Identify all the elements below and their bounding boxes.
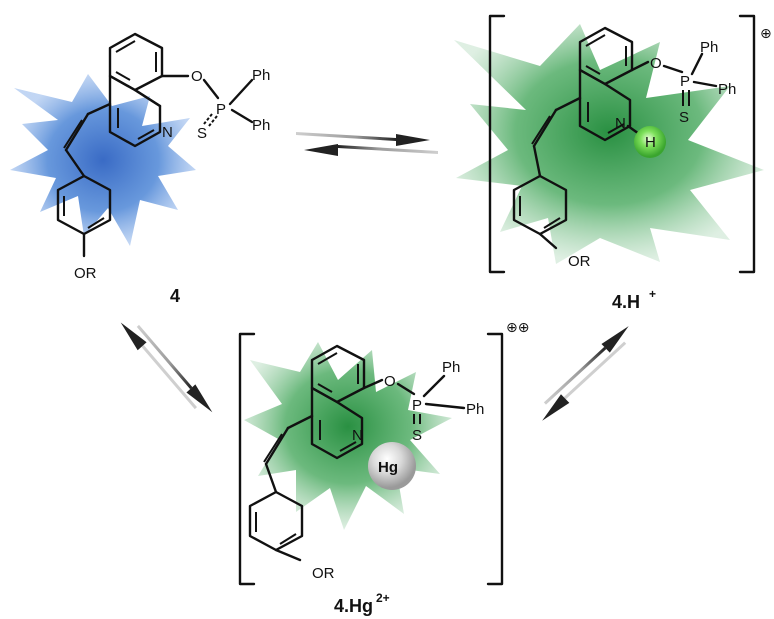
compound-label: 4.Hg bbox=[334, 596, 373, 616]
atom-h: H bbox=[645, 134, 656, 151]
bracket-left bbox=[238, 332, 256, 586]
atom-p: P bbox=[216, 101, 226, 118]
blue-glow-burst bbox=[10, 74, 196, 246]
charge-symbol: ⊕⊕ bbox=[506, 320, 529, 336]
atom-n: N bbox=[615, 115, 626, 132]
atom-or: OR bbox=[312, 565, 335, 582]
atom-s: S bbox=[679, 109, 689, 126]
atom-o: O bbox=[650, 55, 662, 72]
atom-n: N bbox=[352, 427, 363, 444]
bracket-right bbox=[486, 332, 504, 586]
equilibrium-arrow-right bbox=[542, 326, 629, 421]
proton-sphere bbox=[634, 126, 666, 158]
atom-o: O bbox=[191, 68, 203, 85]
green-glow-burst bbox=[244, 342, 452, 530]
green-glow-burst bbox=[454, 24, 764, 264]
atom-n: N bbox=[162, 124, 173, 141]
atom-or: OR bbox=[568, 253, 591, 270]
compound-label: 4.H bbox=[612, 292, 640, 312]
compound-label-sup: + bbox=[649, 287, 656, 301]
equilibrium-arrow-left bbox=[120, 322, 213, 413]
charge-symbol: ⊕ bbox=[760, 26, 772, 42]
compound-4H: ⊕ O P Ph Ph S N H OR 4.H bbox=[454, 14, 772, 312]
compound-4: O P Ph Ph S N OR 4 bbox=[10, 32, 270, 306]
equilibrium-arrow-top bbox=[296, 132, 438, 156]
bracket-left bbox=[488, 14, 506, 274]
atom-ph2: Ph bbox=[718, 81, 736, 98]
compound-4Hg: ⊕⊕ O P Ph Ph S N Hg OR 4.Hg bbox=[238, 320, 529, 616]
atom-ph1: Ph bbox=[700, 39, 718, 56]
compound-label-sup: 2+ bbox=[376, 591, 390, 605]
atom-p: P bbox=[412, 397, 422, 414]
atom-hg: Hg bbox=[378, 459, 398, 476]
atom-s: S bbox=[197, 125, 207, 142]
atom-or: OR bbox=[74, 265, 97, 282]
atom-ph2: Ph bbox=[466, 401, 484, 418]
atom-ph1: Ph bbox=[252, 67, 270, 84]
mercury-sphere bbox=[368, 442, 416, 490]
atom-ph2: Ph bbox=[252, 117, 270, 134]
atom-o: O bbox=[384, 373, 396, 390]
compound-label: 4 bbox=[170, 286, 180, 306]
bracket-right bbox=[738, 14, 756, 274]
atom-s: S bbox=[412, 427, 422, 444]
atom-p: P bbox=[680, 73, 690, 90]
atom-ph1: Ph bbox=[442, 359, 460, 376]
